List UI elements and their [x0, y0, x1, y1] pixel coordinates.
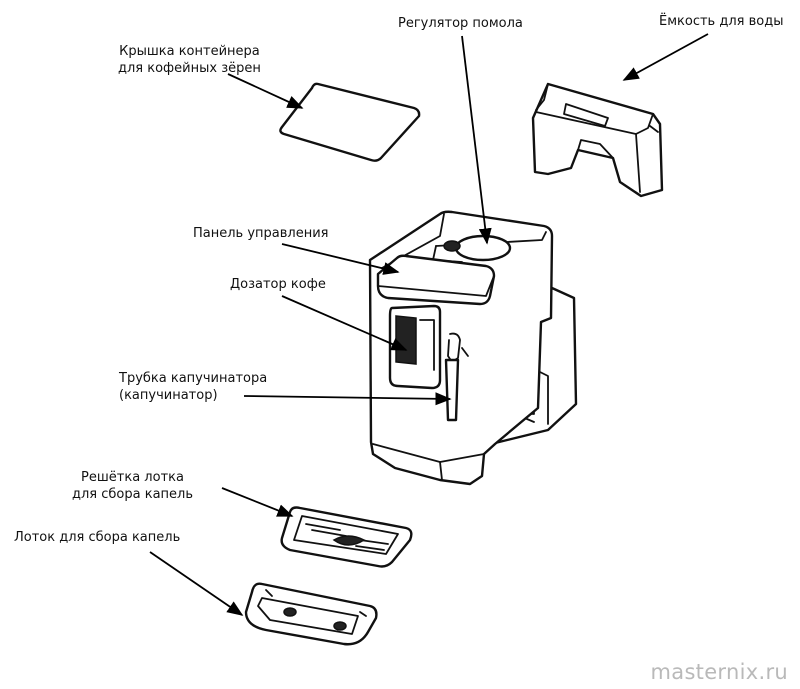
arrow-dispenser [281, 295, 408, 351]
arrow-cappuccinator [243, 392, 452, 406]
machine-body-part [368, 210, 578, 486]
bean-lid-part [279, 82, 421, 162]
arrow-drip-grate [221, 487, 294, 517]
arrow-control-panel [281, 243, 400, 275]
label-water-tank: Ёмкость для воды [659, 14, 784, 29]
arrow-drip-tray [149, 551, 244, 616]
label-drip-tray: Лоток для сбора капель [14, 530, 181, 545]
drip-grate-part [280, 506, 413, 568]
drip-tray-part [244, 582, 378, 646]
label-grinder: Регулятор помола [398, 16, 523, 31]
label-control-panel: Панель управления [193, 226, 329, 241]
arrow-bean-lid [227, 73, 304, 109]
label-dispenser: Дозатор кофе [230, 277, 326, 292]
label-cappuccinator: Трубка капучинатора (капучинатор) [119, 371, 268, 403]
label-drip-grate: Решётка лотка для сбора капель [72, 470, 194, 502]
water-tank-part [531, 82, 664, 198]
arrow-grinder [461, 35, 492, 245]
label-bean-lid: Крышка контейнера для кофейных зёрен [118, 44, 261, 76]
arrow-water-tank [622, 33, 709, 81]
leader-arrows [149, 33, 709, 616]
watermark: masternix.ru [650, 660, 788, 684]
